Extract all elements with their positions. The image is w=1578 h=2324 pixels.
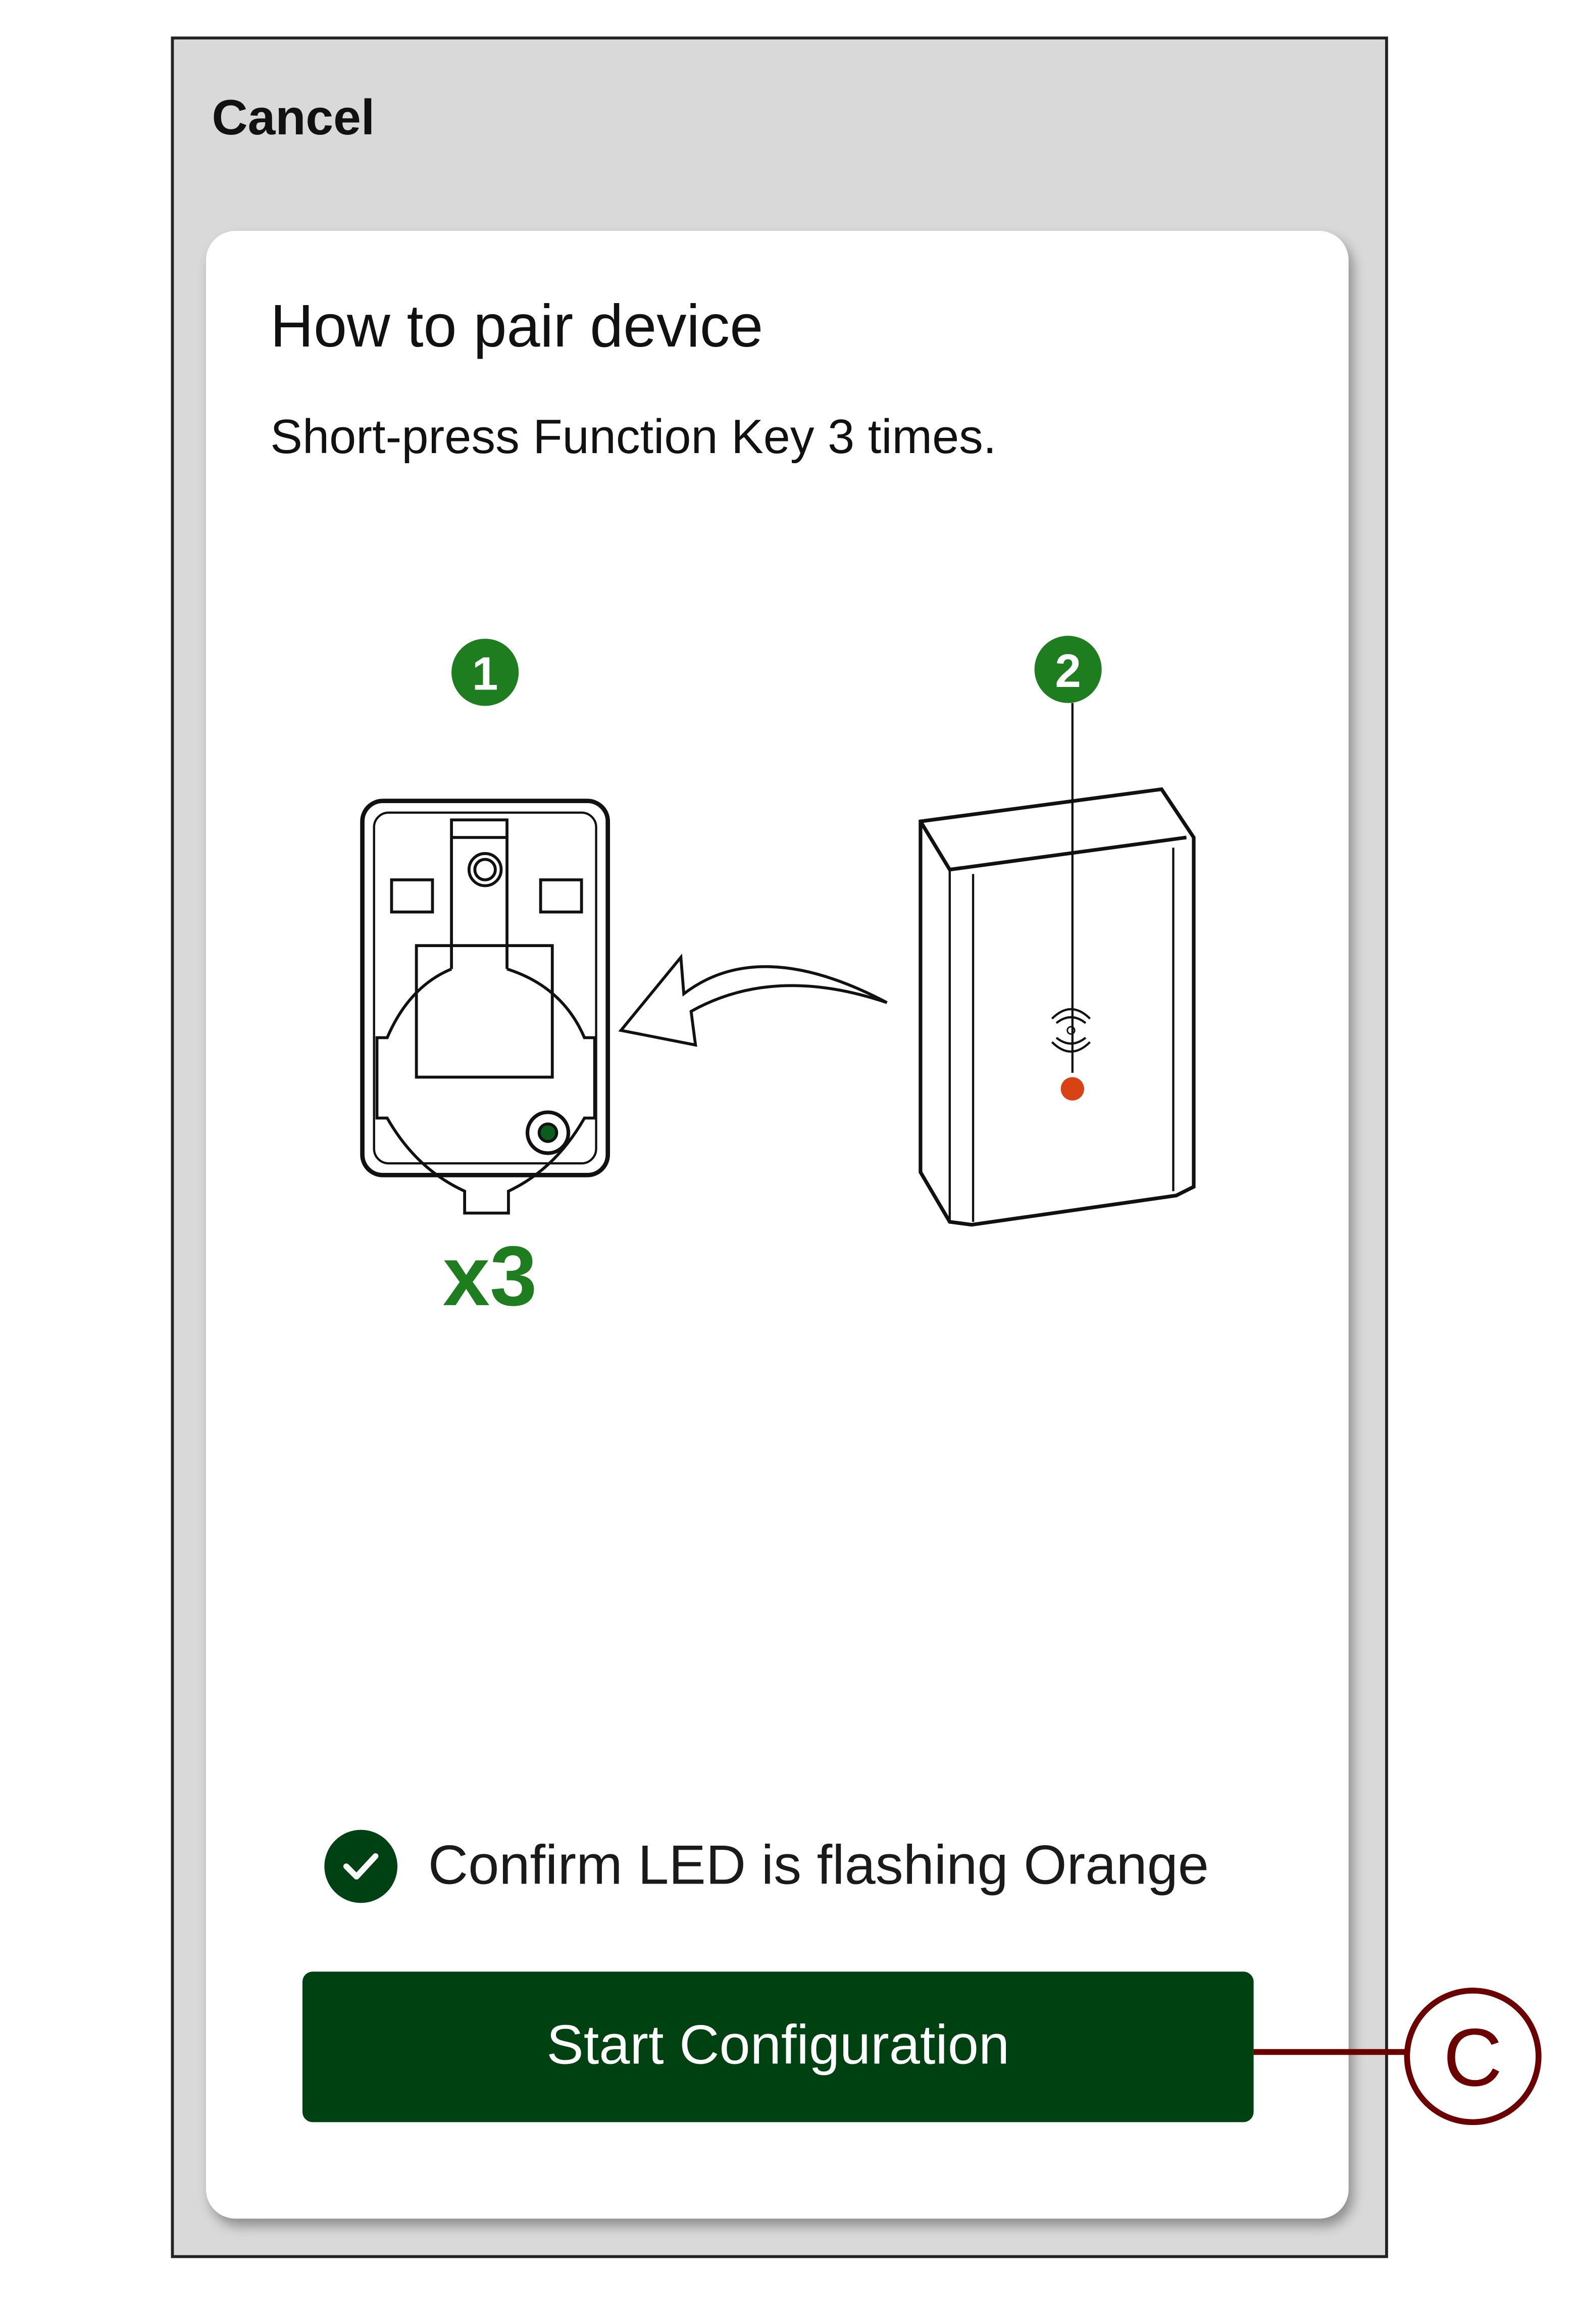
svg-text:1: 1 [472, 648, 498, 700]
instruction-text: Short-press Function Key 3 times. [270, 409, 997, 464]
svg-text:2: 2 [1055, 645, 1081, 697]
check-circle-icon [324, 1829, 398, 1903]
confirm-led-row: Confirm LED is flashing Orange [324, 1829, 1209, 1903]
step-1-badge: 1 [451, 638, 519, 706]
callout-marker: C [1404, 1988, 1542, 2125]
arrow-icon [618, 953, 888, 1047]
step-2-badge: 2 [1034, 635, 1102, 703]
pairing-card [206, 231, 1349, 2219]
press-count: x3 [442, 1229, 537, 1324]
start-configuration-button[interactable]: Start Configuration [302, 1971, 1254, 2122]
callout-leader-line [1253, 2049, 1406, 2055]
confirm-led-text: Confirm LED is flashing Orange [428, 1835, 1209, 1897]
page-title: How to pair device [270, 292, 763, 360]
cancel-button[interactable]: Cancel [212, 90, 375, 146]
led-indicator [1060, 1077, 1084, 1101]
device-back-icon [360, 799, 610, 1215]
sensor-device-icon [919, 703, 1196, 1227]
